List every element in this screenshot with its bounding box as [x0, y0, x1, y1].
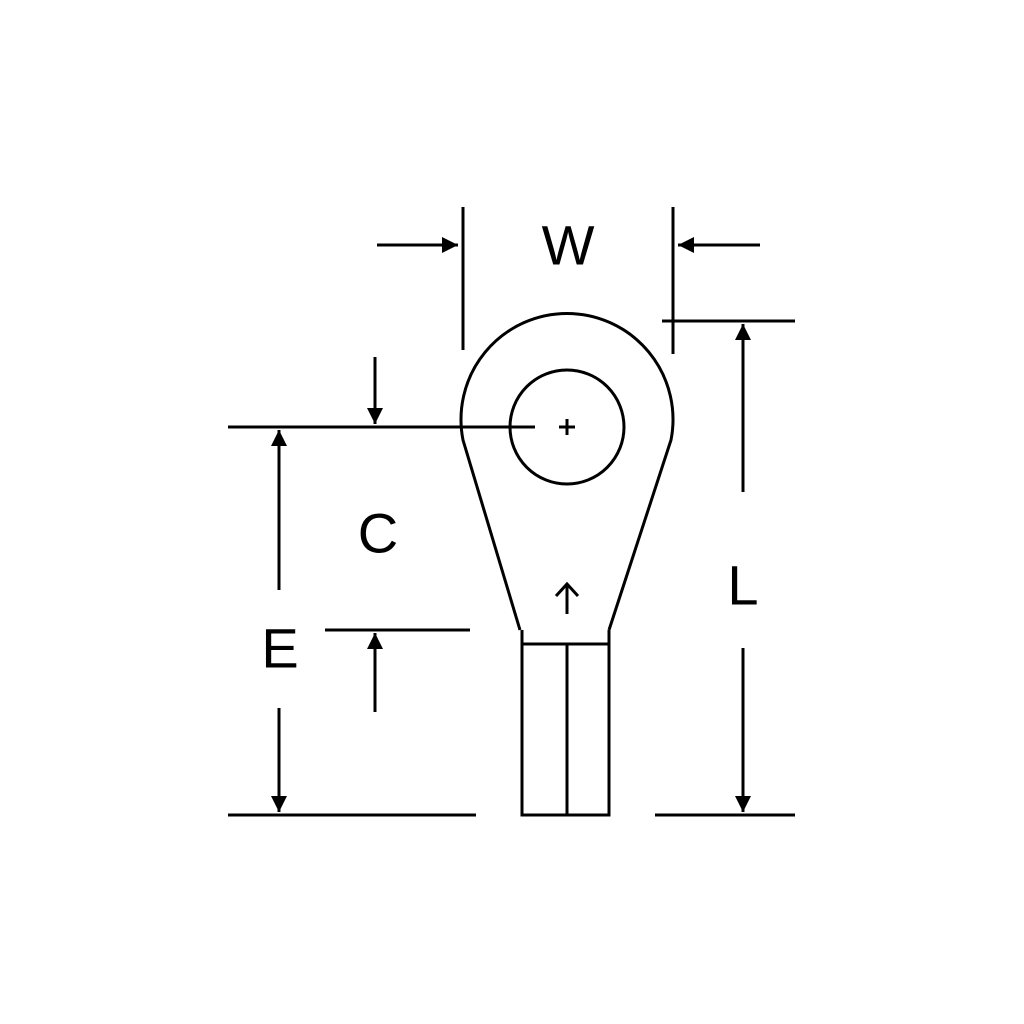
- end-label: E: [261, 617, 298, 680]
- width-dimension: W: [377, 207, 760, 354]
- length-dimension: L: [655, 319, 795, 817]
- center-label: C: [358, 502, 398, 565]
- barrel: [520, 630, 611, 817]
- ring-tongue: [459, 312, 675, 631]
- inner-arrow-icon: [554, 581, 580, 614]
- terminal-outline: [459, 312, 675, 817]
- length-label: L: [727, 554, 758, 617]
- center-dimension: C: [228, 357, 535, 712]
- center-crosshair: [559, 419, 575, 435]
- end-dimension: E: [228, 430, 476, 817]
- width-label: W: [542, 214, 595, 277]
